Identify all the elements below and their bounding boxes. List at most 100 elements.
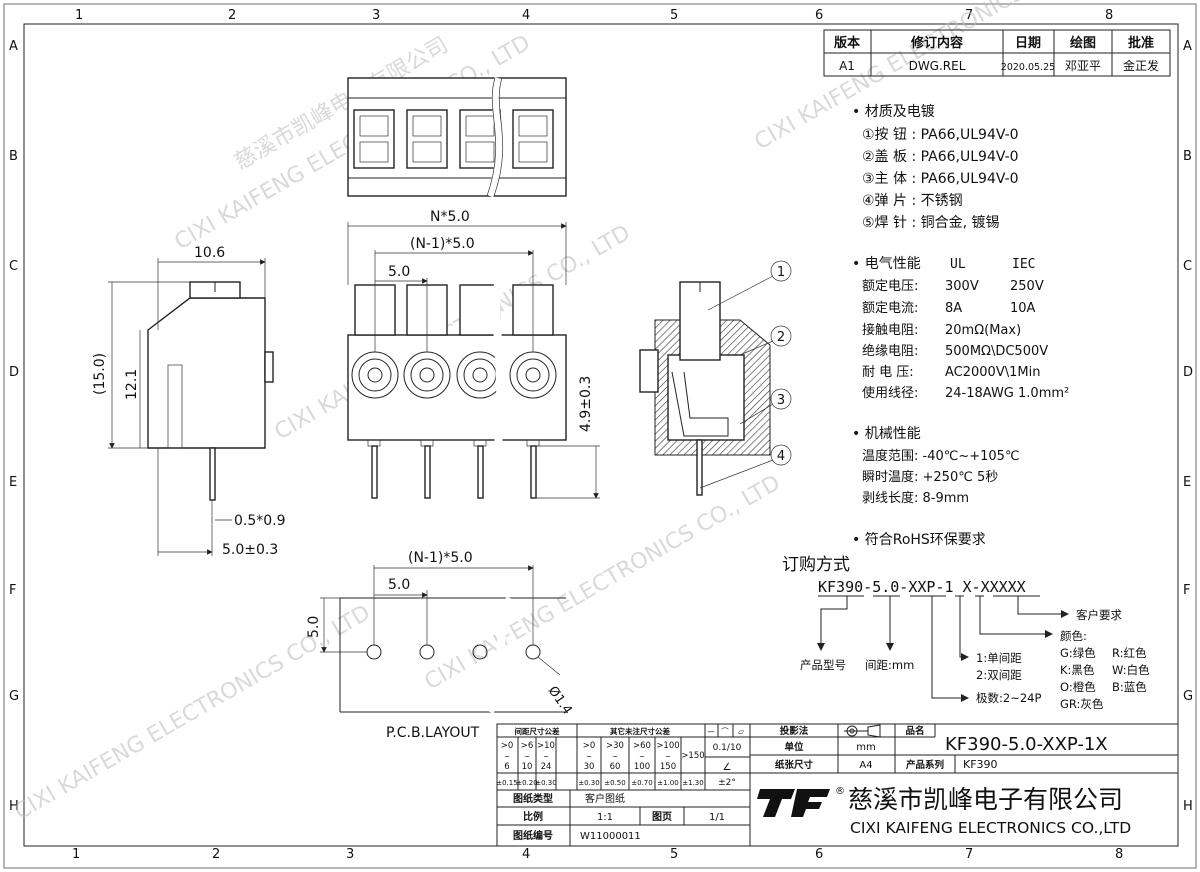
grid-label: B (1183, 149, 1192, 164)
grid-label: 3 (372, 8, 380, 23)
grid-label: 4 (522, 847, 530, 862)
grid-label: F (9, 583, 16, 598)
revision-header: 修订内容 (910, 35, 963, 51)
range-from: >0 (583, 741, 596, 751)
grid-label: D (1183, 365, 1193, 380)
tolerance-value: ±0.15 (496, 779, 517, 787)
spec-value: 300V (945, 279, 979, 294)
material-title: • 材质及电镀 (852, 103, 935, 120)
electrical-title: • 电气性能 (852, 256, 921, 272)
color-option: GR:灰色 (1060, 697, 1104, 711)
unit-value: mm (856, 742, 875, 753)
tolerance-value: ±0.50 (604, 779, 625, 787)
range-from: >30 (606, 741, 624, 751)
label-color-title: 颜色: (1060, 629, 1087, 643)
svg-text:~: ~ (639, 753, 645, 761)
spec-value: 500MΩ\DC500V (945, 344, 1048, 359)
product-name-label: 品名 (905, 725, 924, 737)
side-view: 10.6 (15.0) 12.1 0.5*0.9 5.0±0.3 (92, 245, 286, 558)
section-view: 1 2 3 4 (639, 260, 792, 496)
material-item: ④弹 片 : 不锈钢 (862, 193, 963, 209)
revision-table: 版本 修订内容 日期 绘图 批准 A1 DWG.REL 2020.05.25 邓… (823, 29, 1171, 77)
grid-label: 4 (522, 8, 530, 23)
color-option: O:橙色 (1060, 680, 1096, 694)
tolerance-value: ±0.20 (516, 779, 537, 787)
grid-label: 6 (815, 847, 823, 862)
dim-hole: Ø1.4 (545, 684, 575, 718)
grid-top: 1 2 3 4 5 6 7 8 (75, 8, 1113, 23)
tolerance-values: ±0.15 ±0.20 ±0.30 ±0.30 ±0.50 ±0.70 ±1.0… (496, 779, 703, 787)
revision-approver: 金正发 (1123, 58, 1159, 73)
grid-label: 6 (815, 8, 823, 23)
paper-value: A4 (859, 760, 872, 771)
material-item: ①按 钮 : PA66,UL94V-0 (862, 127, 1019, 143)
drawing-number-value: W11000011 (580, 831, 641, 842)
mechanical-item: 温度范围: -40℃~+105℃ (862, 448, 1020, 464)
registered-mark: ® (835, 786, 845, 797)
pcb-layout-label: P.C.B.LAYOUT (386, 725, 480, 741)
angle-icon: ∠ (723, 762, 732, 773)
front-view: N*5.0 (N-1)*5.0 5.0 4.9±0.3 (347, 209, 600, 507)
ul-header: UL (950, 257, 966, 272)
dim-side-height: 12.1 (124, 369, 140, 400)
material-item: ③主 体 : PA66,UL94V-0 (862, 171, 1019, 187)
grid-label: C (9, 259, 18, 274)
series-value: KF390 (963, 758, 998, 771)
ordering-info: 订购方式 KF390-5.0-XXP-1 X-XXXXX 产品型号 间距:mm … (782, 555, 1150, 711)
pcb-layout: (N-1)*5.0 5.0 5.0 Ø1.4 P.C.B.LAYOUT (306, 550, 575, 741)
dim-pin-size: 0.5*0.9 (234, 513, 286, 529)
callout-1: 1 (777, 265, 785, 280)
revision-header: 版本 (834, 35, 860, 51)
rohs-note: • 符合RoHS环保要求 (852, 532, 986, 548)
dim-pitch-total: (N-1)*5.0 (410, 236, 475, 252)
grid-label: 1 (75, 8, 83, 23)
grid-bottom: 1 2 3 4 5 6 7 8 (72, 847, 1123, 862)
product-name: KF390-5.0-XXP-1X (945, 734, 1108, 755)
spec-label: 额定电流: (862, 301, 918, 316)
range-from: >100 (656, 741, 679, 751)
dim-pin-offset: 5.0±0.3 (222, 542, 278, 558)
range-from: >10 (537, 741, 555, 751)
specifications: • 材质及电镀 ①按 钮 : PA66,UL94V-0 ②盖 板 : PA66,… (852, 103, 1069, 548)
dim-side-width: 10.6 (194, 245, 225, 261)
callout-4: 4 (777, 449, 785, 464)
spec-value: 8A (945, 301, 962, 316)
label-poles: 极数:2~24P (976, 691, 1041, 705)
grid-label: 5 (670, 8, 678, 23)
grid-label: 8 (1115, 847, 1123, 862)
revision-version: A1 (839, 59, 855, 73)
page-value: 1/1 (709, 812, 725, 823)
spec-value: 250V (1010, 279, 1044, 294)
range-from: >150 (681, 751, 704, 761)
color-option: R:红色 (1112, 646, 1147, 660)
title-block: 投影法 单位 纸张尺寸 品名 产品系列 mm A4 KF390-5.0-XXP-… (749, 723, 1179, 847)
revision-header: 日期 (1015, 36, 1041, 51)
label-spacing-1: 1:单间距 (976, 651, 1022, 665)
mechanical-item: 剥线长度: 8-9mm (862, 490, 969, 506)
grid-label: 7 (965, 8, 973, 23)
dim-pitch: 5.0 (388, 264, 410, 280)
spec-value: 10A (1010, 301, 1036, 316)
page-label: 图页 (652, 811, 672, 823)
straightness-icon: — (707, 727, 715, 736)
unit-label: 单位 (784, 741, 804, 753)
spec-label: 额定电压: (862, 279, 918, 294)
material-item: ②盖 板 : PA66,UL94V-0 (862, 149, 1019, 165)
callout-3: 3 (777, 393, 785, 408)
revision-header: 批准 (1128, 35, 1154, 51)
grid-label: G (1183, 689, 1193, 704)
dim-pcb-pitch: 5.0 (388, 577, 410, 593)
spec-label: 接触电阻: (862, 322, 918, 338)
svg-text:~: ~ (665, 753, 671, 761)
range-from: >6 (521, 741, 534, 751)
mechanical-title: • 机械性能 (852, 426, 921, 442)
top-view (347, 76, 567, 198)
svg-text:~: ~ (543, 753, 549, 761)
revision-header: 绘图 (1070, 35, 1096, 51)
color-option: G:绿色 (1060, 646, 1096, 660)
grid-label: D (9, 365, 19, 380)
label-spacing-2: 2:双间距 (976, 668, 1022, 682)
svg-text:~: ~ (524, 753, 530, 761)
tolerance-value: ±0.70 (631, 779, 652, 787)
